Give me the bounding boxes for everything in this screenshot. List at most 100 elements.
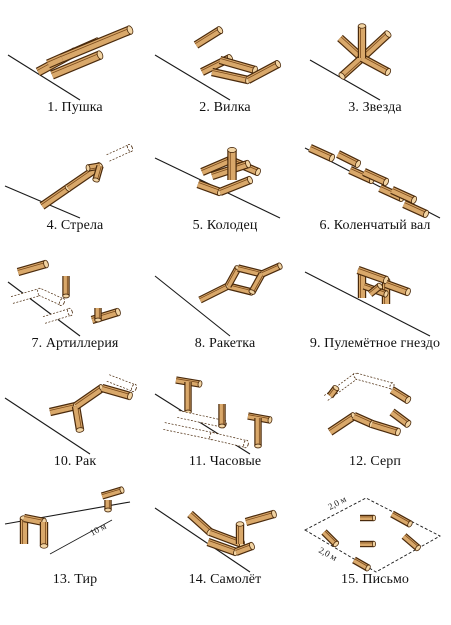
ghost-log: [324, 372, 359, 401]
kolodets-drawing: [154, 147, 281, 219]
log: [360, 514, 377, 522]
zvezda-drawing: [309, 23, 392, 101]
log: [254, 418, 262, 449]
log: [327, 412, 358, 436]
log: [16, 259, 49, 277]
log: [244, 509, 277, 527]
rak-drawing: [4, 374, 137, 455]
log: [352, 556, 371, 572]
figure-cell-chasovye: 11. Часовые: [150, 354, 300, 472]
log: [338, 54, 365, 80]
log: [39, 522, 49, 549]
log: [308, 144, 335, 163]
log: [248, 272, 266, 295]
log: [246, 60, 282, 84]
log: [193, 26, 224, 49]
ghost-log: [38, 288, 65, 307]
figure-cell-kolenchaty-val: 6. Коленчатый вал: [300, 118, 450, 236]
ghost-log: [42, 307, 73, 324]
log: [402, 200, 429, 219]
log: [390, 186, 417, 205]
ghost-log: [211, 432, 249, 449]
log: [100, 383, 133, 401]
figure-cell-samolet: 14. Самолёт: [150, 472, 300, 590]
figure-cell-vilka: 2. Вилка: [150, 0, 300, 118]
caption-pushka: 1. Пушка: [47, 100, 103, 115]
log: [327, 385, 340, 399]
ghost-log: [355, 372, 395, 390]
log: [92, 164, 104, 183]
caption-kolodets: 5. Колодец: [192, 218, 258, 233]
caption-artilleriya: 7. Артиллерия: [31, 336, 119, 351]
caption-tir: 13. Тир: [52, 572, 98, 587]
log: [357, 23, 367, 58]
log: [362, 168, 389, 187]
log: [234, 541, 255, 556]
ghost-log: [106, 143, 133, 162]
log: [19, 515, 29, 544]
log: [71, 405, 85, 433]
log: [370, 419, 401, 437]
log: [401, 533, 421, 552]
caption-pismo: 15. Письмо: [340, 572, 410, 587]
ghost-log: [10, 287, 43, 304]
log: [187, 510, 214, 536]
log: [235, 521, 245, 544]
figure-cell-zvezda: 3. Звезда: [300, 0, 450, 118]
artilleriya-drawing: [7, 259, 121, 337]
log: [321, 529, 340, 548]
log: [196, 180, 223, 197]
vilka-drawing: [154, 26, 282, 101]
log: [360, 540, 377, 548]
serp-drawing: [324, 372, 412, 437]
log: [50, 50, 104, 80]
log: [100, 486, 125, 500]
log: [389, 386, 412, 404]
pulemetnoe-gnezdo-drawing: [304, 266, 431, 337]
log: [184, 382, 192, 415]
caption-samolet: 14. Самолёт: [188, 572, 262, 587]
figure-cell-artilleriya: 7. Артиллерия: [0, 236, 150, 354]
log: [359, 30, 392, 62]
figure-cell-serp: 12. Серп: [300, 354, 450, 472]
caption-chasovye: 11. Часовые: [188, 454, 262, 469]
figure-cell-kolodets: 5. Колодец: [150, 118, 300, 236]
log: [218, 404, 226, 429]
log: [211, 67, 251, 85]
log: [104, 500, 112, 513]
pushka-drawing: [7, 25, 134, 101]
figure-cell-pulemetnoe-gnezdo: 9. Пулемётное гнездо: [300, 236, 450, 354]
log: [389, 408, 412, 428]
log: [384, 280, 411, 297]
log: [39, 184, 72, 210]
log: [73, 384, 106, 410]
chasovye-drawing: [154, 376, 273, 455]
ghost-log: [163, 422, 215, 441]
caption-vilka: 2. Вилка: [199, 100, 251, 115]
figure-cell-strela: 4. Стрела: [0, 118, 150, 236]
caption-raketka: 8. Ракетка: [194, 336, 256, 351]
caption-kolenchaty-val: 6. Коленчатый вал: [319, 218, 431, 233]
log: [367, 282, 383, 297]
caption-pulemetnoe-gnezdo: 9. Пулемётное гнездо: [309, 336, 441, 351]
caption-strela: 4. Стрела: [46, 218, 104, 233]
kolenchaty-val-drawing: [304, 144, 441, 219]
ghost-log: [106, 374, 137, 393]
figure-cell-rak: 10. Рак: [0, 354, 150, 472]
log: [218, 175, 253, 196]
log: [260, 262, 283, 278]
figure-cell-raketka: 8. Ракетка: [150, 236, 300, 354]
caption-rak: 10. Рак: [53, 454, 97, 469]
caption-serp: 12. Серп: [348, 454, 401, 469]
log: [94, 308, 102, 323]
figure-cell-pushka: 1. Пушка: [0, 0, 150, 118]
raketka-drawing: [154, 262, 283, 337]
log: [227, 147, 237, 180]
log: [356, 266, 389, 285]
log: [360, 54, 392, 76]
figure-cell-tir: 10 м 13. Тир: [0, 472, 150, 590]
log: [336, 150, 362, 168]
tir-drawing: 10 м: [4, 486, 131, 555]
log: [390, 510, 413, 528]
